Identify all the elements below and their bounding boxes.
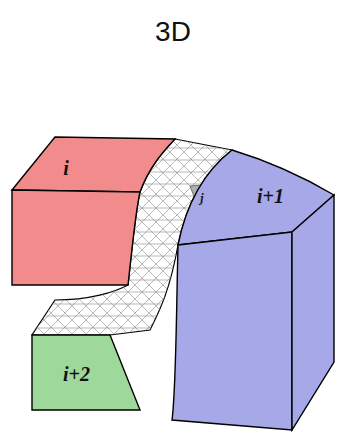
block-side-face bbox=[292, 195, 334, 430]
block-top-face bbox=[12, 137, 175, 192]
mesh-line bbox=[342, 100, 346, 400]
mesh-line bbox=[0, 100, 346, 101]
mesh-line bbox=[0, 100, 12, 400]
mesh-line bbox=[0, 124, 346, 125]
block-label: i+2 bbox=[61, 362, 92, 387]
block-front-face bbox=[172, 232, 292, 430]
node-text: i+2 bbox=[63, 363, 90, 386]
mesh-line bbox=[342, 100, 346, 400]
node-text: i+1 bbox=[257, 185, 284, 208]
mesh-line bbox=[0, 100, 12, 400]
mesh-line bbox=[0, 136, 346, 137]
node-text: j bbox=[200, 191, 203, 206]
block-front-face bbox=[32, 335, 140, 410]
block-front-face bbox=[12, 190, 140, 285]
mesh-line bbox=[0, 112, 346, 113]
mesh-element-label: j bbox=[198, 190, 206, 207]
title: 3D bbox=[0, 16, 346, 48]
block-label: i+1 bbox=[255, 184, 286, 209]
block-label: i bbox=[61, 156, 71, 181]
node-text: i bbox=[63, 157, 69, 180]
